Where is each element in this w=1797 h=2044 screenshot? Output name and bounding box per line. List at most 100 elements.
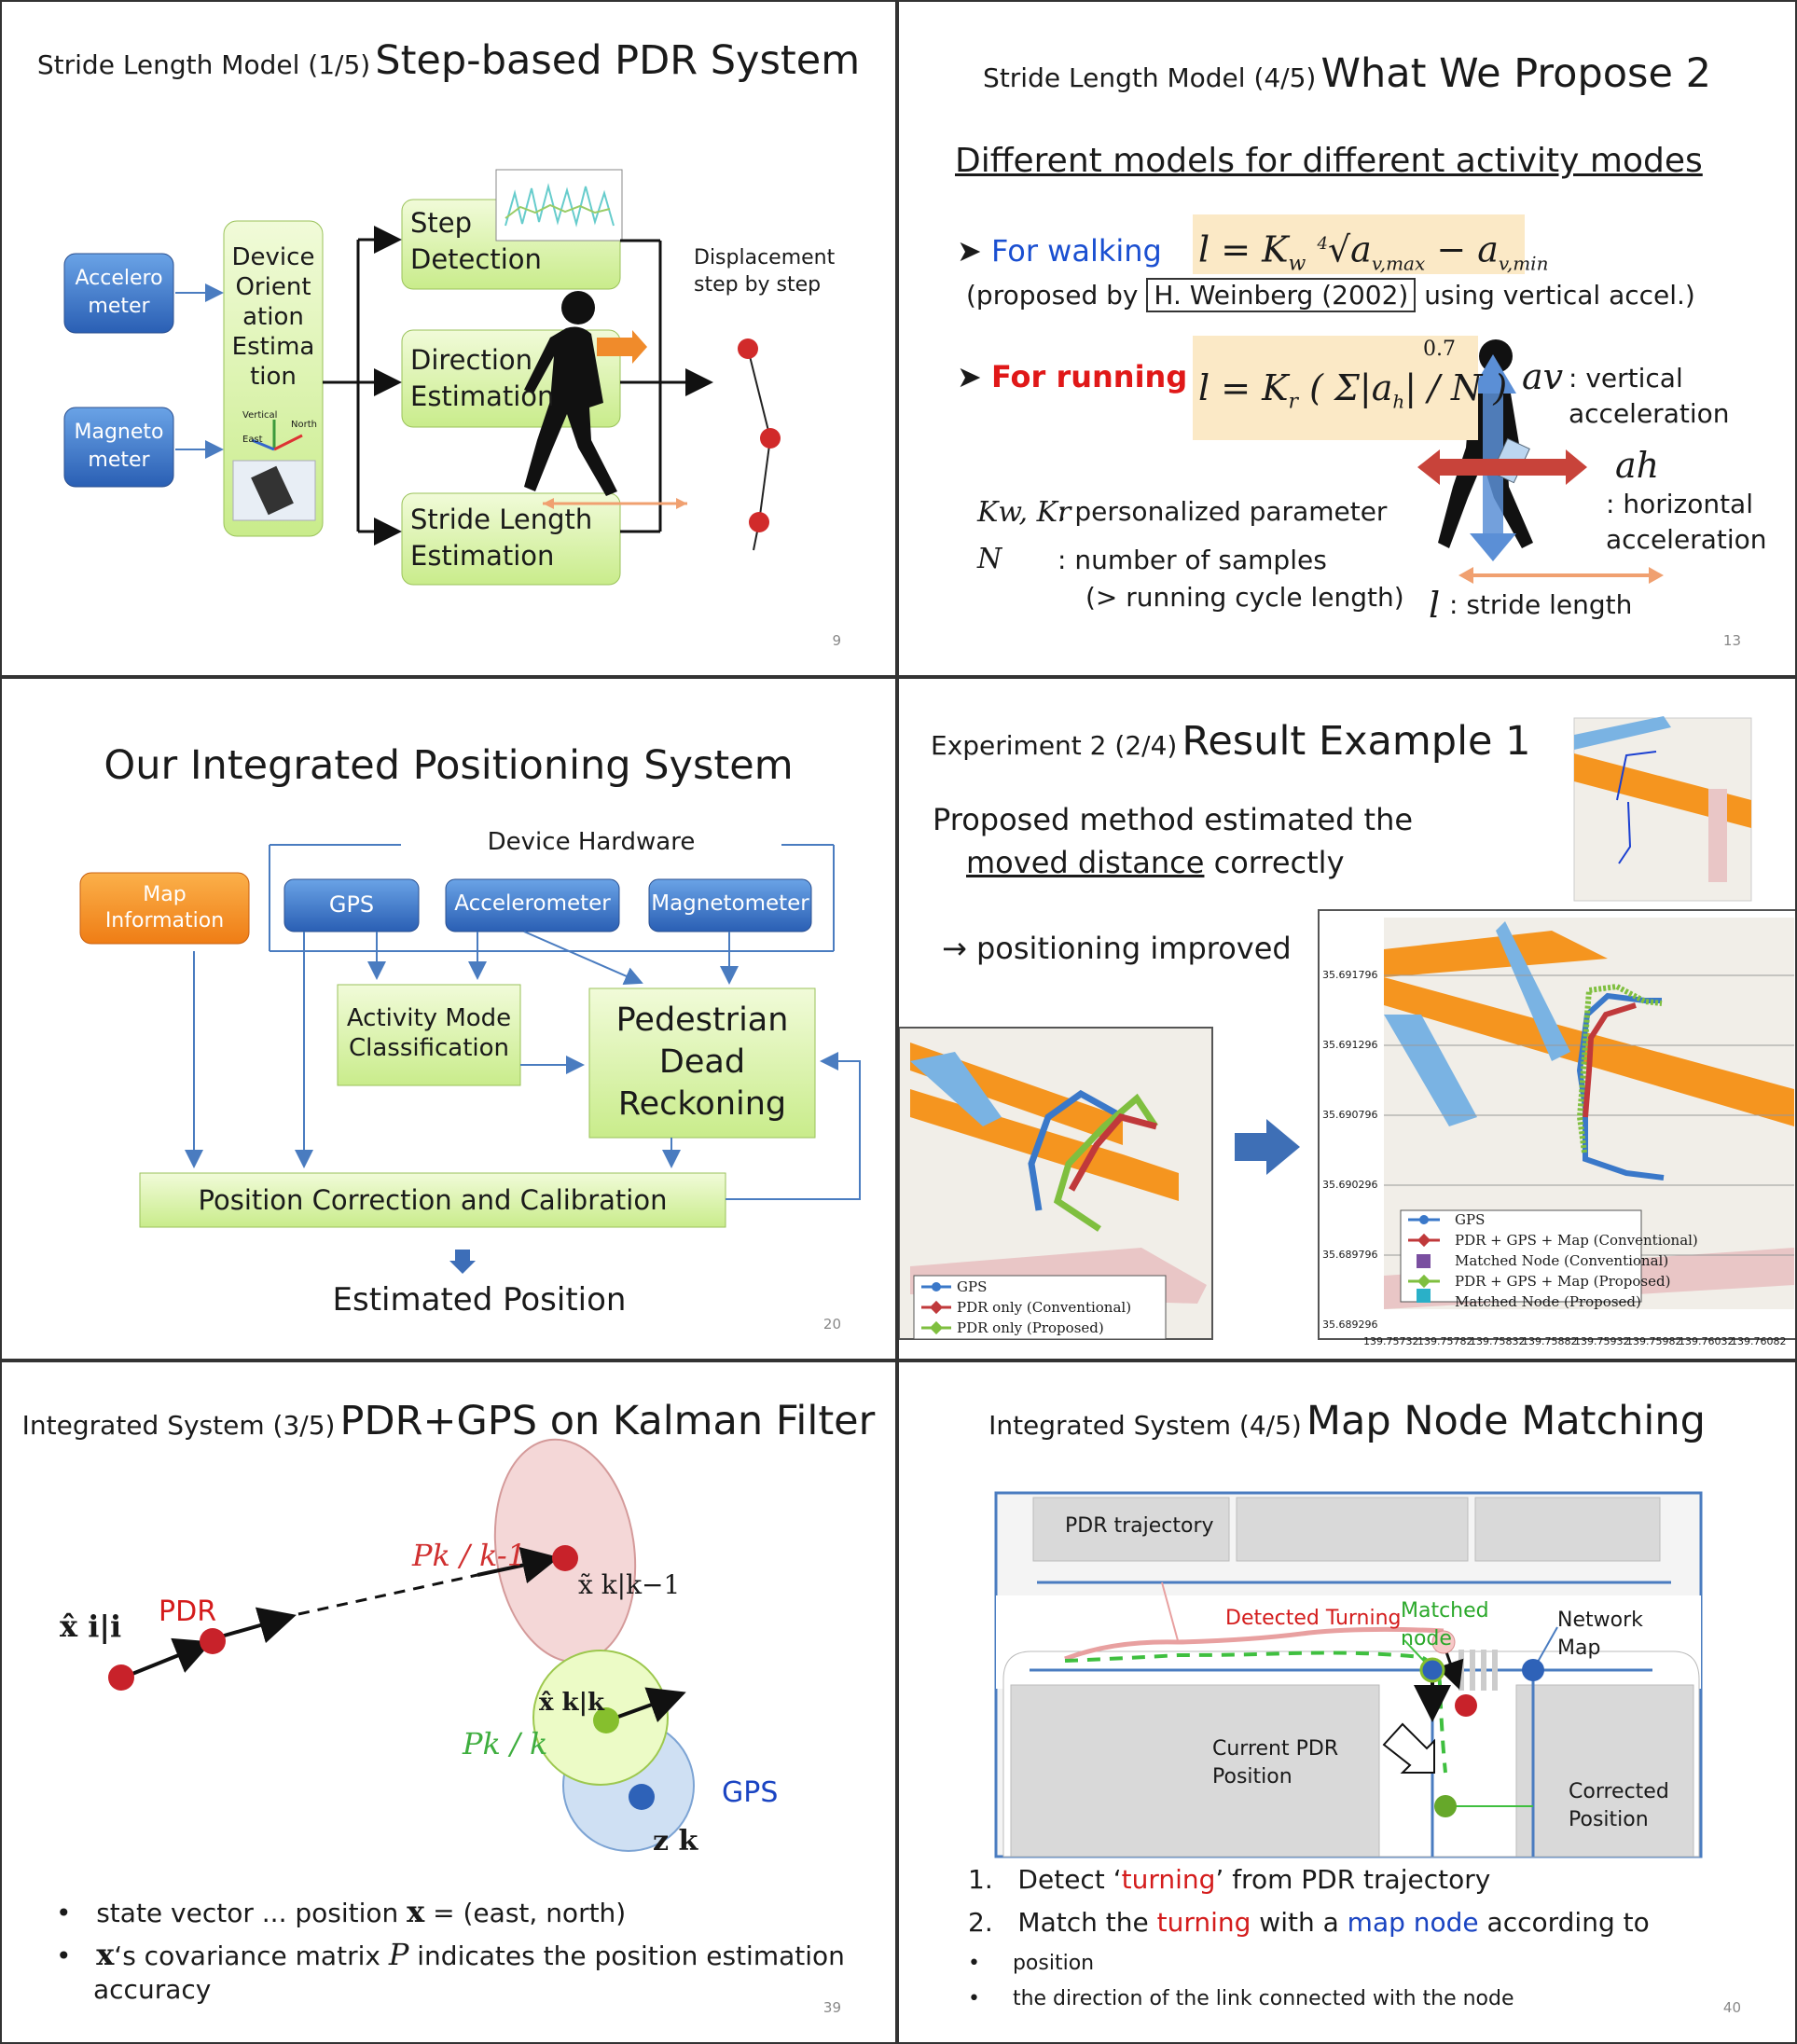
position-correction-box: Position Correction and Calibration — [198, 1184, 668, 1216]
pdr-system-diagram — [63, 169, 781, 586]
running-formula: l = Kr ( Σ|ah| / N ) — [1193, 336, 1507, 440]
overview-map — [1573, 716, 1752, 902]
bullet-covariance: • x‘s covariance matrix P indicates the … — [56, 1937, 845, 1972]
gps-button: GPS — [328, 891, 375, 918]
slide-title: Stride Length Model (1/5) Step-based PDR… — [36, 37, 861, 84]
pdr-label: PDR — [159, 1595, 217, 1628]
slide-title: Integrated System (3/5) PDR+GPS on Kalma… — [21, 1398, 876, 1444]
slide-title: Integrated System (4/5) Map Node Matchin… — [988, 1398, 1706, 1444]
x-tick: 139.75882 — [1522, 1335, 1578, 1347]
network-map-label: Network Map — [1557, 1609, 1643, 1660]
accelerometer-button: Accelero meter — [75, 267, 163, 318]
running-exponent: 0.7 — [1423, 338, 1456, 361]
slide-what-we-propose: Stride Length Model (4/5) What We Propos… — [897, 0, 1797, 677]
l-description: : stride length — [1449, 589, 1633, 620]
ah-symbol: ah — [1615, 445, 1660, 486]
gps-label: GPS — [722, 1776, 779, 1809]
matched-node-label: Matched node — [1401, 1599, 1489, 1650]
x-tick: 139.76082 — [1731, 1335, 1787, 1347]
page-number: 20 — [822, 1316, 841, 1333]
big-legend-3: PDR + GPS + Map (Proposed) — [1455, 1273, 1671, 1290]
big-legend-4: Matched Node (Proposed) — [1455, 1293, 1641, 1310]
magnetometer-button: Magnetometer — [651, 891, 809, 916]
small-legend-gps: GPS — [957, 1278, 988, 1295]
magnetometer-button: Magneto meter — [74, 421, 164, 472]
y-tick: 35.690796 — [1322, 1109, 1378, 1121]
slide-title: Stride Length Model (4/5) What We Propos… — [983, 50, 1711, 97]
x-tick: 139.75732 — [1363, 1335, 1419, 1347]
big-legend-1: PDR + GPS + Map (Conventional) — [1455, 1232, 1698, 1249]
y-tick: 35.690296 — [1322, 1179, 1378, 1191]
slide-subtitle: Different models for different activity … — [955, 142, 1703, 180]
walking-bullet: ➤ For walking — [957, 233, 1162, 269]
z-k-label: z k — [653, 1825, 698, 1858]
y-tick: 35.689796 — [1322, 1249, 1378, 1261]
kw-kr-description: : personalized parameter — [1057, 496, 1388, 527]
slide-integrated-positioning: Our Integrated Positioning System Device… — [0, 677, 897, 1360]
runner-diagram — [1417, 339, 1664, 584]
pdr-trajectory-label: PDR trajectory — [1065, 1514, 1214, 1538]
stride-length-box: Stride Length Estimation — [410, 504, 593, 572]
l-symbol: l — [1429, 585, 1441, 626]
displacement-label: Displacement step by step — [694, 246, 836, 297]
corrected-position-label: Corrected Position — [1569, 1780, 1669, 1831]
activity-mode-box: Activity Mode Classification — [346, 1004, 512, 1062]
kalman-diagram — [108, 1438, 695, 1852]
bullet-state-vector: • state vector ... position x = (east, n… — [56, 1894, 627, 1929]
slide-step-based-pdr: Stride Length Model (1/5) Step-based PDR… — [0, 0, 897, 677]
axis-north-label: North — [291, 420, 317, 430]
axis-vertical-label: Vertical — [242, 410, 278, 421]
p-kk-label: Pk / k — [463, 1726, 548, 1761]
y-tick: 35.691296 — [1322, 1039, 1378, 1051]
proposed-by-line: (proposed by H. Weinberg (2002) using ve… — [966, 278, 1695, 312]
result-line-3: → positioning improved — [942, 931, 1292, 966]
step-detection-box: Step Detection — [410, 207, 542, 275]
x-kk-label: x̂ k|k — [539, 1689, 605, 1717]
p-kk1-label: Pk / k-1 — [412, 1538, 527, 1573]
system-flow-diagram — [79, 844, 861, 1274]
av-description: : vertical acceleration — [1569, 363, 1730, 429]
y-tick: 35.691796 — [1322, 969, 1378, 981]
n-description-2: (> running cycle length) — [1085, 582, 1404, 613]
pdr-box: Pedestrian Dead Reckoning — [615, 1001, 789, 1123]
small-result-map — [899, 1027, 1213, 1340]
big-legend-2: Matched Node (Conventional) — [1455, 1252, 1669, 1269]
n-description: : number of samples — [1057, 545, 1327, 575]
device-axis-icon — [232, 420, 316, 521]
page-number: 39 — [822, 1999, 841, 2016]
av-symbol: av — [1522, 356, 1564, 397]
slide-title: Experiment 2 (2/4) Result Example 1 — [931, 718, 1531, 765]
x-tick: 139.75832 — [1470, 1335, 1526, 1347]
walking-formula: l = Kw 4√av,max − av,min — [1193, 214, 1548, 275]
slide-title: Our Integrated Positioning System — [104, 742, 794, 789]
device-orientation-box: Device Orient ation Estima tion — [231, 243, 315, 391]
map-information-button: Map Information — [104, 883, 225, 932]
detected-turning-label: Detected Turning — [1225, 1607, 1402, 1630]
ah-description: : horizontal acceleration — [1606, 489, 1767, 555]
x-ii-label: x̂ i|i — [60, 1609, 122, 1644]
axis-east-label: East — [242, 435, 263, 445]
device-hardware-label: Device Hardware — [408, 828, 774, 856]
big-result-map — [1318, 909, 1795, 1340]
sub-bullet-position: • position — [968, 1952, 1095, 1975]
result-line-1: Proposed method estimated the — [933, 802, 1414, 837]
kw-kr-symbol: Kw, Kr — [977, 496, 1071, 529]
slide-map-node-matching: Integrated System (4/5) Map Node Matchin… — [897, 1360, 1797, 2044]
small-legend-prop: PDR only (Proposed) — [957, 1319, 1104, 1336]
x-tick: 139.76032 — [1679, 1335, 1735, 1347]
y-tick: 35.689296 — [1322, 1319, 1378, 1331]
sub-bullet-direction: • the direction of the link connected wi… — [968, 1987, 1514, 2010]
n-symbol: N — [977, 543, 1002, 575]
small-legend-conv: PDR only (Conventional) — [957, 1299, 1132, 1316]
step-2: 2. Match the turning with a map node acc… — [968, 1907, 1650, 1938]
accelerometer-button: Accelerometer — [454, 891, 611, 916]
x-tick: 139.75932 — [1574, 1335, 1630, 1347]
page-number: 9 — [832, 632, 841, 649]
page-number: 40 — [1722, 1999, 1741, 2016]
big-legend-0: GPS — [1455, 1211, 1486, 1228]
result-line-2: moved distance correctly — [966, 845, 1345, 880]
bullet-covariance-line2: accuracy — [93, 1974, 212, 2005]
running-bullet: ➤ For running — [957, 359, 1188, 394]
map-matching-diagram — [994, 1491, 1703, 1858]
estimated-position-label: Estimated Position — [332, 1281, 627, 1319]
